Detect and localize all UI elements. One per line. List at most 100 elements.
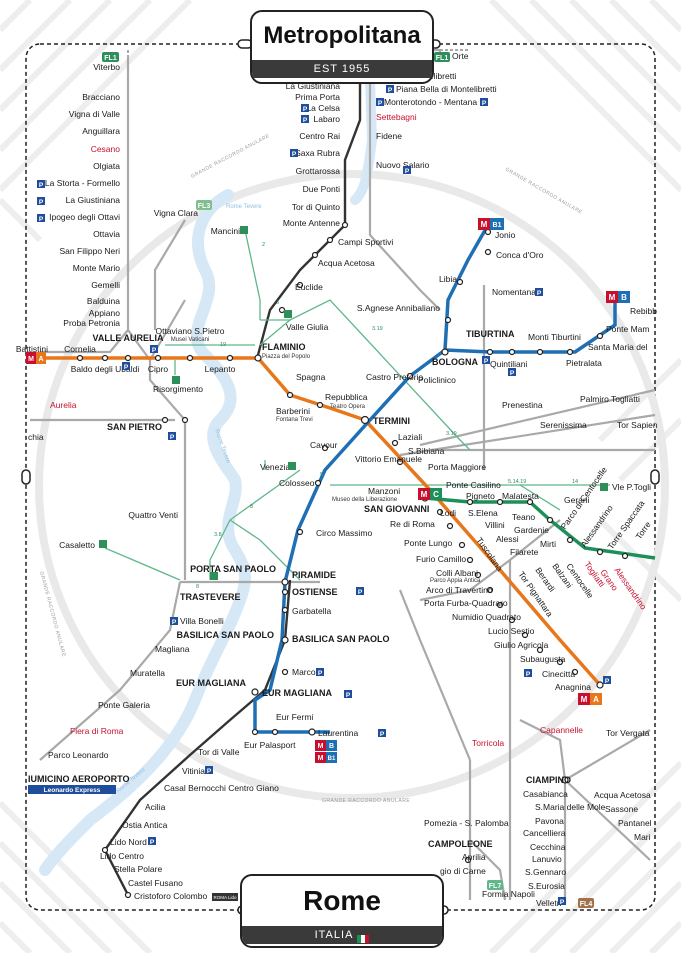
station-casaletto[interactable]: Casaletto	[59, 540, 95, 550]
station-laurentina[interactable]: Laurentina	[318, 728, 358, 738]
station-piramide[interactable]: PIRAMIDE	[292, 570, 336, 580]
station-torre-maura[interactable]: Torre	[633, 519, 652, 541]
station-marino[interactable]: Mari	[634, 832, 651, 842]
station-cancelliera[interactable]: Cancelliera	[523, 828, 566, 838]
station-cipro[interactable]: Cipro	[148, 364, 169, 374]
station-muratella[interactable]: Muratella	[130, 668, 165, 678]
station-pavona[interactable]: Pavona	[535, 816, 564, 826]
station-ostia-antica[interactable]: Ostia Antica	[122, 820, 168, 830]
station-colosseo[interactable]: Colosseo	[279, 478, 315, 488]
station-eur-magliana-west[interactable]: EUR MAGLIANA	[176, 678, 246, 688]
station-bracciano[interactable]: Bracciano	[82, 92, 120, 102]
station-ponte-galeria[interactable]: Ponte Galeria	[98, 700, 150, 710]
station-teano[interactable]: Teano	[512, 512, 535, 522]
station-pomezia[interactable]: Pomezia - S. Palomba	[424, 818, 509, 828]
station-porta-san-paolo[interactable]: PORTA SAN PAOLO	[190, 564, 276, 574]
station-libia[interactable]: Libia	[439, 274, 457, 284]
station-re-di-roma[interactable]: Re di Roma	[390, 519, 435, 529]
station-appiano[interactable]: Appiano	[89, 308, 120, 318]
station-san-pietro[interactable]: SAN PIETRO	[107, 422, 162, 432]
station-magliana[interactable]: Magliana	[155, 644, 190, 654]
station-flaminio[interactable]: FLAMINIO	[262, 342, 306, 352]
station-grottarossa[interactable]: Grottarossa	[296, 166, 341, 176]
station-cinecitta[interactable]: Cinecittà	[542, 669, 575, 679]
station-sagnese[interactable]: S.Agnese Annibaliano	[357, 303, 440, 313]
station-vitinia[interactable]: Vitinia	[182, 766, 205, 776]
station-pietralata[interactable]: Pietralata	[566, 358, 602, 368]
station-ipogeo[interactable]: Ipogeo degli Ottavi	[49, 212, 120, 222]
station-tiburtina[interactable]: TIBURTINA	[466, 329, 515, 339]
station-vigna-clara[interactable]: Vigna Clara	[154, 208, 199, 218]
station-subaugusta[interactable]: Subaugusta	[520, 654, 566, 664]
station-acilia[interactable]: Acilia	[145, 802, 166, 812]
station-garbatella[interactable]: Garbatella	[292, 606, 331, 616]
station-vle-ptogliatti[interactable]: Vle P.Togli	[612, 482, 651, 492]
station-vigna-di-valle[interactable]: Vigna di Valle	[69, 109, 120, 119]
station-cornelia[interactable]: Cornelia	[64, 344, 96, 354]
station-villini[interactable]: Villini	[485, 520, 505, 530]
station-la-storta[interactable]: La Storta - Formello	[45, 178, 120, 188]
station-saxa-rubra[interactable]: Saxa Rubra	[295, 148, 340, 158]
station-rebibbia[interactable]: Rebibb	[630, 306, 657, 316]
station-filarete[interactable]: Filarete	[510, 547, 539, 557]
station-due-ponti[interactable]: Due Ponti	[303, 184, 340, 194]
station-manzoni[interactable]: Manzoni	[368, 486, 400, 496]
station-castro-pretorio[interactable]: Castro Pretorio	[366, 372, 423, 382]
station-formia[interactable]: Formia Napoli	[482, 889, 535, 899]
station-campoleone[interactable]: CAMPOLEONE	[428, 839, 493, 849]
station-basilica-sp-east[interactable]: BASILICA SAN PAOLO	[292, 634, 390, 644]
station-mancini[interactable]: Mancini	[211, 226, 240, 236]
station-santa-maria[interactable]: Santa Maria del	[588, 342, 648, 352]
station-conca-doro[interactable]: Conca d'Oro	[496, 250, 544, 260]
station-balduina[interactable]: Balduina	[87, 296, 120, 306]
station-risorgimento[interactable]: Risorgimento	[153, 384, 203, 394]
station-ottaviano[interactable]: Ottaviano S.Pietro	[156, 326, 225, 336]
station-selena[interactable]: S.Elena	[468, 508, 498, 518]
station-proba-petronia[interactable]: Proba Petronia	[63, 318, 120, 328]
station-villa-bonelli[interactable]: Villa Bonelli	[180, 616, 224, 626]
station-lanuvio[interactable]: Lanuvio	[532, 854, 562, 864]
station-malatesta[interactable]: Malatesta	[502, 491, 539, 501]
station-parco-leonardo[interactable]: Parco Leonardo	[48, 750, 109, 760]
station-spagna[interactable]: Spagna	[296, 372, 326, 382]
station-nomentana[interactable]: Nomentana	[492, 287, 536, 297]
station-ottavia[interactable]: Ottavia	[93, 229, 120, 239]
station-casabianca[interactable]: Casabianca	[523, 789, 568, 799]
station-sassone[interactable]: Sassone	[605, 804, 638, 814]
station-tor-sapienza[interactable]: Tor Sapien	[617, 420, 658, 430]
station-anguillara[interactable]: Anguillara	[82, 126, 120, 136]
station-quintiliani[interactable]: Quintiliani	[490, 359, 527, 369]
station-cecchina[interactable]: Cecchina	[530, 842, 566, 852]
station-san-filippo-neri[interactable]: San Filippo Neri	[60, 246, 121, 256]
station-furio-camillo[interactable]: Furio Camillo	[416, 554, 466, 564]
station-pigneto[interactable]: Pigneto	[466, 491, 495, 501]
station-colli-albani[interactable]: Colli Albani	[436, 568, 478, 578]
station-alessi[interactable]: Alessi	[496, 534, 519, 544]
station-lido-centro[interactable]: Lido Centro	[100, 851, 144, 861]
station-cristoforo-colombo[interactable]: Cristoforo Colombo	[134, 891, 207, 901]
station-euclide[interactable]: Euclide	[295, 282, 323, 292]
station-laziali[interactable]: Laziali	[398, 432, 422, 442]
station-ciampino[interactable]: CIAMPINO	[526, 775, 571, 785]
station-pantanella[interactable]: Pantanel	[618, 818, 652, 828]
station-lido-nord[interactable]: Lido Nord	[110, 837, 147, 847]
station-capannelle[interactable]: Capannelle	[540, 725, 583, 735]
station-prenestina[interactable]: Prenestina	[502, 400, 543, 410]
station-quattro-venti[interactable]: Quattro Venti	[128, 510, 178, 520]
station-termini[interactable]: TERMINI	[373, 416, 410, 426]
station-monte-mario[interactable]: Monte Mario	[73, 263, 121, 273]
station-repubblica[interactable]: Repubblica	[325, 392, 368, 402]
station-velletri[interactable]: Velletri	[536, 898, 562, 908]
station-lodi[interactable]: Lodi	[440, 508, 456, 518]
station-san-giovanni[interactable]: SAN GIOVANNI	[364, 504, 429, 514]
station-smaria-mole[interactable]: S.Maria delle Mole	[535, 802, 606, 812]
station-settebagni[interactable]: Settebagni	[376, 112, 417, 122]
station-eur-fermi[interactable]: Eur Fermi	[276, 712, 313, 722]
station-fiera-di-roma[interactable]: Fiera di Roma	[70, 726, 124, 736]
station-lepanto[interactable]: Lepanto	[205, 364, 236, 374]
station-orte[interactable]: Orte	[452, 51, 469, 61]
station-valle-giulia[interactable]: Valle Giulia	[286, 322, 329, 332]
station-gardenie[interactable]: Gardenie	[514, 525, 549, 535]
station-gemelli[interactable]: Gemelli	[91, 280, 120, 290]
station-tor-di-valle[interactable]: Tor di Valle	[198, 747, 240, 757]
